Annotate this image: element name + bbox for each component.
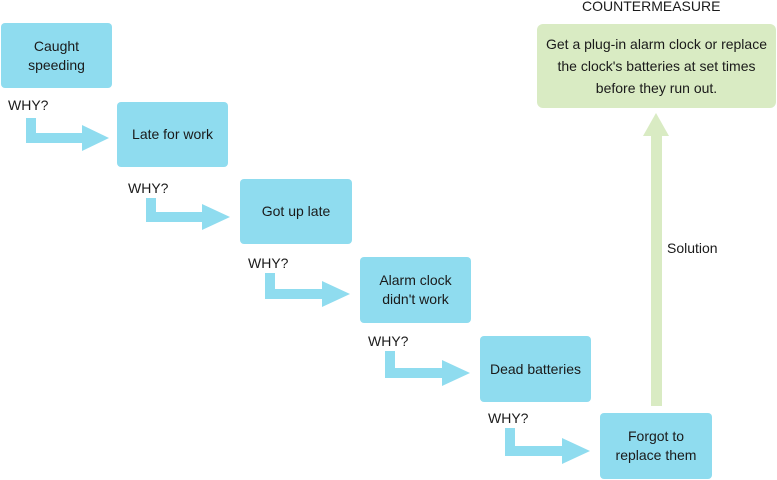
countermeasure-text: Get a plug-in alarm clock or replace the… (546, 36, 767, 96)
step-box-late-for-work: Late for work (117, 102, 228, 167)
step-box-forgot-to-replace: Forgot to replace them (600, 413, 712, 479)
step-label: Late for work (132, 126, 213, 142)
step-label: Got up late (261, 203, 331, 219)
step-label: Forgot to replace them (615, 428, 697, 463)
solution-label: Solution (667, 240, 718, 256)
why-label: WHY? (368, 333, 409, 349)
why-arrow (146, 198, 230, 230)
step-box-got-up-late: Got up late (240, 179, 352, 244)
why-arrow (505, 428, 590, 464)
step-box-dead-batteries: Dead batteries (480, 336, 591, 402)
step-label: Dead batteries (489, 360, 582, 377)
step-label: Alarm clock didn't work (379, 272, 452, 307)
step-label: Caught speeding (28, 37, 85, 73)
step-box-alarm-clock: Alarm clock didn't work (360, 257, 471, 323)
why-label: WHY? (8, 97, 49, 113)
countermeasure-title: COUNTERMEASURE (582, 0, 721, 14)
countermeasure-box: Get a plug-in alarm clock or replace the… (537, 24, 776, 108)
why-label: WHY? (128, 180, 169, 196)
why-arrow (385, 351, 470, 386)
why-arrow (26, 118, 109, 151)
why-label: WHY? (248, 255, 289, 271)
step-box-caught-speeding: Caught speeding (1, 23, 112, 88)
solution-arrow (643, 113, 669, 406)
why-arrow (265, 273, 350, 307)
why-label: WHY? (488, 410, 529, 426)
